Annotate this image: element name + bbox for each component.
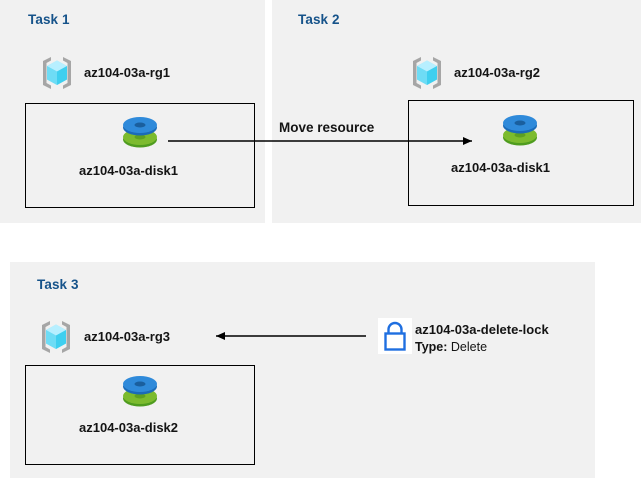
resource-group-icon [36, 52, 78, 94]
lock-type-row: Type: Delete [415, 340, 487, 354]
task1-resource-box [25, 103, 255, 208]
task2-resource-label: az104-03a-disk1 [451, 160, 551, 175]
move-resource-label: Move resource [279, 120, 375, 135]
task2-resource-box [408, 100, 634, 206]
lock-icon [378, 318, 412, 354]
lock-name-label: az104-03a-delete-lock [415, 322, 549, 337]
task1-resource-group-label: az104-03a-rg1 [84, 65, 170, 80]
managed-disk-icon [120, 372, 160, 414]
task1-resource-label: az104-03a-disk1 [79, 163, 179, 178]
task3-panel [10, 262, 595, 478]
resource-group-icon [35, 316, 77, 358]
task2-panel [272, 0, 641, 223]
task2-resource-group-label: az104-03a-rg2 [454, 65, 540, 80]
managed-disk-icon [500, 111, 540, 153]
resource-group-icon [406, 52, 448, 94]
task2-title: Task 2 [298, 12, 340, 27]
task3-resource-box [25, 365, 255, 465]
lock-type-value: Delete [450, 340, 488, 354]
task1-title: Task 1 [28, 12, 70, 27]
lock-type-label: Type: [415, 340, 448, 354]
task3-title: Task 3 [37, 277, 79, 292]
task3-resource-label: az104-03a-disk2 [79, 420, 179, 435]
managed-disk-icon [120, 113, 160, 155]
task1-panel [0, 0, 265, 223]
task3-resource-group-label: az104-03a-rg3 [84, 329, 170, 344]
